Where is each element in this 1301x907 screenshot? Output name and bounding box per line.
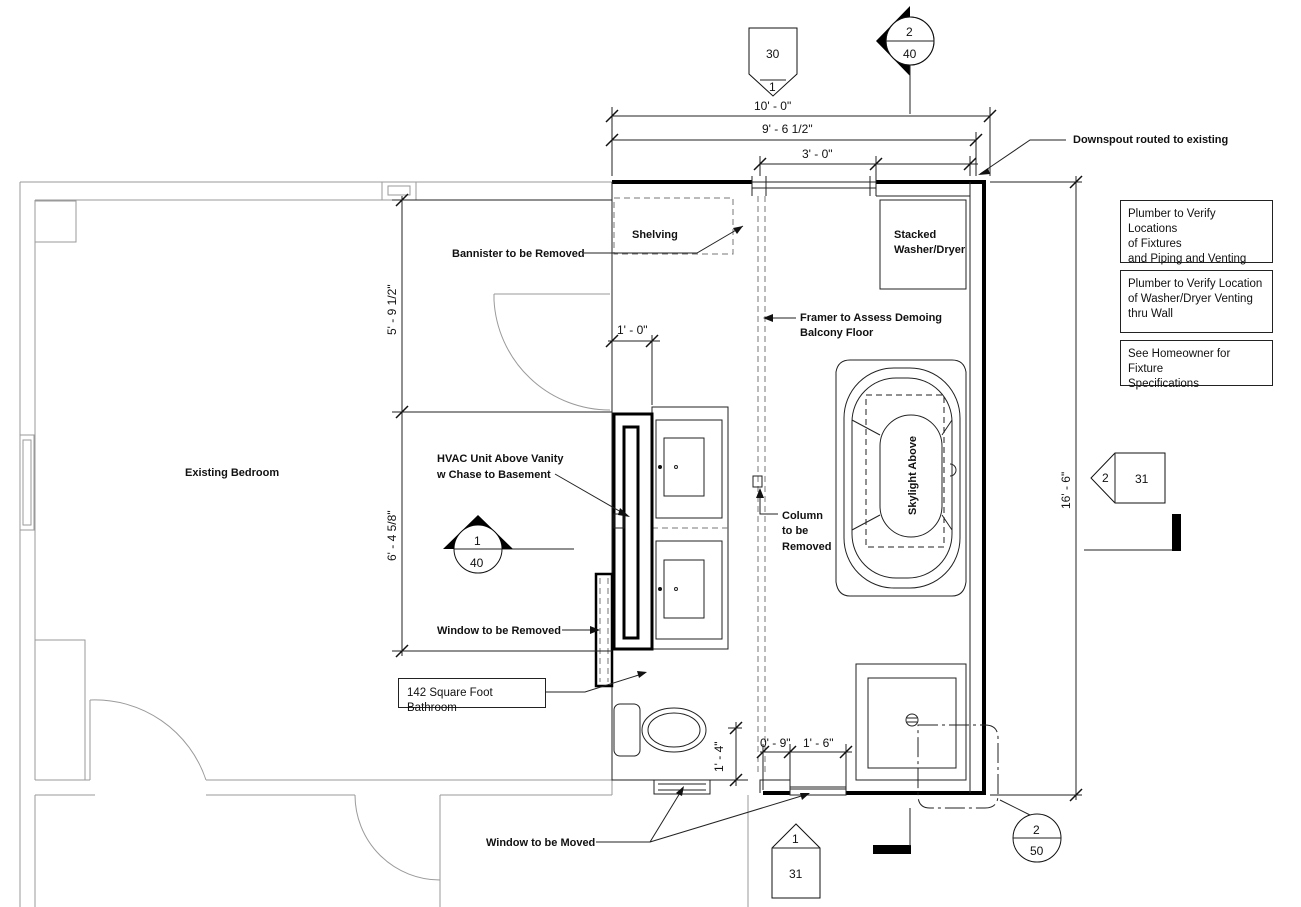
tag-top-elev-num: 30 (766, 47, 780, 61)
tag-left-section-sheet: 40 (470, 556, 484, 570)
note-line: and Piping and Venting (1128, 253, 1247, 265)
label-hvac-1: HVAC Unit Above Vanity (437, 453, 564, 465)
dim-1-0: 1' - 0" (617, 323, 648, 337)
shower (855, 663, 999, 809)
leader-lines (545, 139, 1066, 843)
dim-0-9: 0' - 9" (760, 736, 791, 750)
label-washer-dryer: Washer/Dryer (894, 244, 966, 256)
tag-left-section-num: 1 (474, 534, 481, 548)
toilet (613, 703, 707, 757)
label-existing-bedroom: Existing Bedroom (185, 467, 279, 479)
note-line: Specifications (1128, 378, 1199, 390)
tag-bottom-elev-sheet: 31 (789, 867, 803, 881)
tag-bottom-elev-num: 1 (792, 832, 799, 846)
bathroom-walls (611, 176, 986, 796)
hvac-chase (612, 412, 654, 651)
label-stacked: Stacked (894, 229, 936, 241)
dim-1-6: 1' - 6" (803, 736, 834, 750)
label-window-removed: Window to be Removed (437, 625, 561, 637)
tag-bottom-elevation (771, 823, 821, 899)
tag-top-elevation (748, 27, 798, 97)
dim-5-9: 5' - 9 1/2" (385, 284, 399, 335)
tag-left-section (443, 515, 574, 574)
vanity (651, 406, 729, 650)
label-bannister: Bannister to be Removed (452, 248, 585, 260)
dim-10-0: 10' - 0" (754, 99, 791, 113)
dimension-lines (392, 107, 1083, 802)
tag-top-elev-sheet: 1 (769, 80, 776, 94)
tag-bottom-section-num: 2 (1033, 823, 1040, 837)
label-downspout: Downspout routed to existing (1073, 134, 1228, 146)
dim-16-6: 16' - 6" (1059, 472, 1073, 509)
balcony-edge (757, 196, 766, 776)
tag-top-section-num: 2 (906, 25, 913, 39)
tag-bottom-section (873, 799, 1062, 863)
existing-house-walls (19, 181, 749, 907)
shelving-outline (613, 197, 734, 255)
label-framer-1: Framer to Assess Demoing (800, 312, 942, 324)
note-plumber-fixtures: Plumber to Verify Locations of Fixtures … (1120, 200, 1273, 265)
label-framer-2: Balcony Floor (800, 327, 874, 339)
square-foot-text: 142 Square Foot Bathroom (407, 687, 493, 714)
tag-right-elevation (1084, 452, 1181, 551)
note-line: of Washer/Dryer Venting (1128, 293, 1253, 305)
tag-top-section-sheet: 40 (903, 47, 917, 61)
note-line: See Homeowner for Fixture (1128, 348, 1231, 375)
tag-right-elev-num: 2 (1102, 471, 1109, 485)
square-foot-label: 142 Square Foot Bathroom (398, 678, 546, 714)
column (752, 475, 763, 488)
note-homeowner: See Homeowner for Fixture Specifications (1120, 340, 1273, 390)
label-hvac-2: w Chase to Basement (436, 469, 551, 481)
note-line: Plumber to Verify Location (1128, 278, 1263, 290)
bathtub (835, 359, 967, 597)
washer-dryer (879, 199, 967, 290)
label-column-2: to be (782, 525, 808, 537)
label-skylight: Skylight Above (907, 436, 919, 515)
label-column-3: Removed (782, 541, 832, 553)
dim-1-4: 1' - 4" (712, 741, 726, 772)
dim-9-6: 9' - 6 1/2" (762, 122, 813, 136)
dim-3-0: 3' - 0" (802, 147, 833, 161)
label-window-moved: Window to be Moved (486, 837, 595, 849)
note-plumber-washer: Plumber to Verify Location of Washer/Dry… (1120, 270, 1273, 333)
label-shelving: Shelving (632, 229, 678, 241)
dim-6-4: 6' - 4 5/8" (385, 510, 399, 561)
note-line: thru Wall (1128, 308, 1173, 320)
tag-right-elev-sheet: 31 (1135, 472, 1149, 486)
note-line: Plumber to Verify Locations (1128, 208, 1216, 235)
label-column-1: Column (782, 510, 823, 522)
note-line: of Fixtures (1128, 238, 1182, 250)
tag-top-section (876, 6, 935, 114)
tag-bottom-section-sheet: 50 (1030, 844, 1044, 858)
